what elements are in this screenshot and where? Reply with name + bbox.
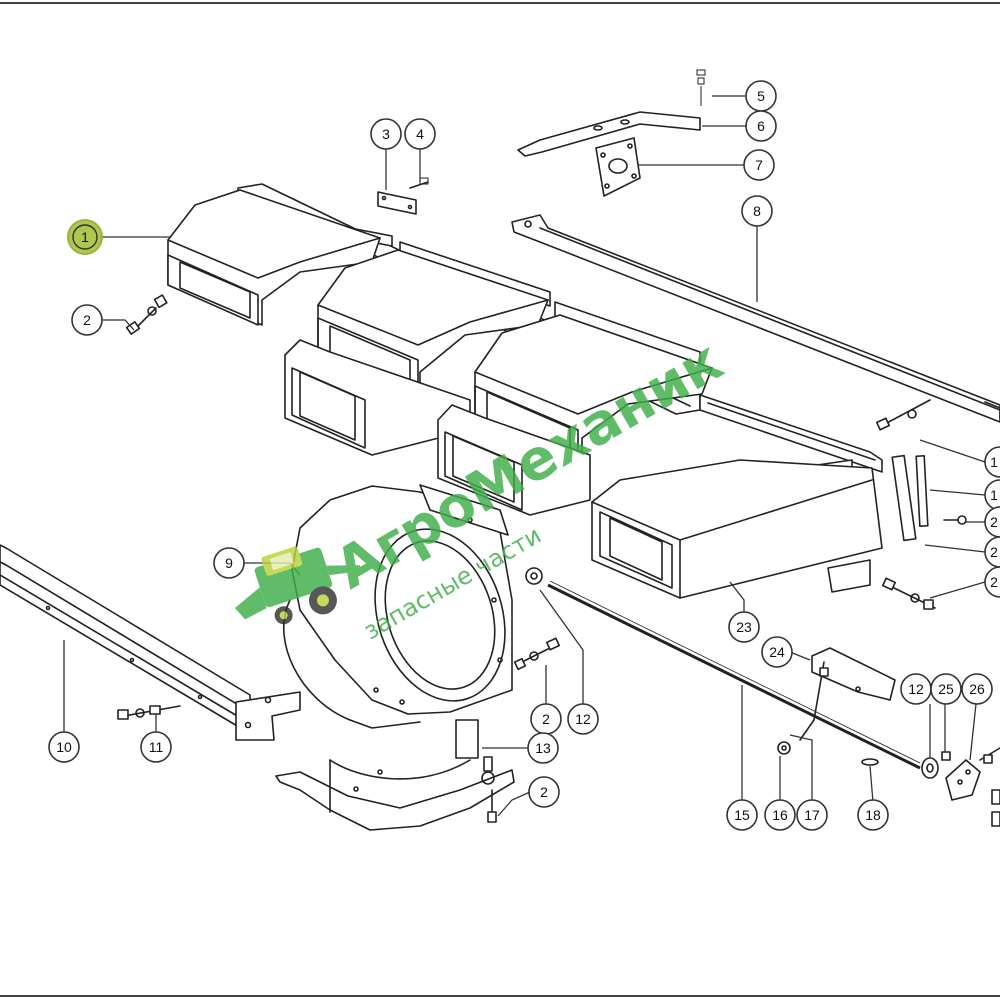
callout-label: 2 [83, 312, 91, 328]
callout[interactable]: 15 [726, 799, 758, 831]
callout-label: 2 [990, 514, 998, 530]
callout[interactable]: 26 [961, 673, 993, 705]
callout[interactable]: 25 [930, 673, 962, 705]
shaft-15 [525, 567, 921, 770]
lower-cover-13 [275, 719, 515, 831]
leader-lines [63, 95, 986, 817]
callout-label: 2 [990, 574, 998, 590]
callout-label: 13 [535, 740, 551, 756]
callout-label: 7 [755, 157, 763, 173]
callout-label: 16 [772, 807, 788, 823]
callout-clipped[interactable]: 2 [984, 506, 1000, 538]
combine-harvester-icon [234, 546, 362, 625]
callout-label: 15 [734, 807, 750, 823]
callout-clipped[interactable]: 2 [984, 566, 1000, 598]
callout-label: 26 [969, 681, 985, 697]
callout-label: 18 [865, 807, 881, 823]
callout[interactable]: 7 [743, 149, 775, 181]
callout-label: 1 [990, 487, 998, 503]
right-small-parts [875, 399, 967, 610]
callouts: 1 2 3 4 5 6 7 8 9 10 11 2 12 2 13 2 23 2… [48, 80, 1000, 831]
callout[interactable]: 12 [567, 703, 599, 735]
callout-clipped[interactable]: 1 [984, 446, 1000, 478]
bearing-assembly [921, 747, 1000, 827]
callout-label: 17 [804, 807, 820, 823]
callout-label: 4 [416, 126, 424, 142]
callout-label: 5 [757, 88, 765, 104]
callout[interactable]: 10 [48, 731, 80, 763]
duct-assembly [167, 183, 883, 599]
duct-1 [167, 189, 381, 326]
callout-label: 10 [56, 739, 72, 755]
callout-label: 2 [990, 544, 998, 560]
callout[interactable]: 3 [370, 118, 402, 150]
bracket-24 [777, 647, 896, 766]
callout[interactable]: 2 [71, 304, 103, 336]
callout-label: 1 [81, 229, 89, 245]
plate-3 [377, 177, 429, 215]
callout-label: 11 [149, 739, 164, 755]
callout-label: 9 [225, 555, 233, 571]
callout[interactable]: 4 [404, 118, 436, 150]
callout[interactable]: 5 [745, 80, 777, 112]
callout-label: 3 [382, 126, 390, 142]
fan-housing-9 [282, 484, 513, 729]
callout-1-highlighted[interactable]: 1 [67, 219, 103, 255]
callout[interactable]: 18 [857, 799, 889, 831]
callout[interactable]: 12 [900, 673, 932, 705]
bracket-assembly [517, 69, 706, 197]
duct-4 [591, 459, 883, 599]
callout-label: 23 [736, 619, 752, 635]
callout[interactable]: 24 [761, 636, 793, 668]
callout-label: 12 [575, 711, 591, 727]
duct-lower-b [437, 404, 591, 516]
callout-label: 1 [990, 454, 998, 470]
callout[interactable]: 9 [213, 547, 245, 579]
callout-label: 12 [908, 681, 924, 697]
callout[interactable]: 2 [530, 703, 562, 735]
callout-label: 6 [757, 118, 765, 134]
callout[interactable]: 2 [528, 776, 560, 808]
callout-label: 2 [540, 784, 548, 800]
callout[interactable]: 6 [745, 110, 777, 142]
callout-clipped[interactable]: 2 [984, 536, 1000, 568]
beam-10 [0, 544, 301, 741]
callout[interactable]: 17 [796, 799, 828, 831]
duct-2 [317, 249, 549, 401]
bolt-2-fan [513, 637, 561, 671]
callout-label: 24 [769, 644, 785, 660]
callout-clipped[interactable]: 1 [984, 479, 1000, 511]
rail-8 [511, 214, 1000, 423]
callout[interactable]: 23 [728, 611, 760, 643]
callout-label: 25 [938, 681, 954, 697]
callout[interactable]: 11 [140, 731, 172, 763]
bolt-11 [117, 705, 181, 720]
callout-label: 8 [753, 203, 761, 219]
callout[interactable]: 8 [741, 195, 773, 227]
callout-label: 2 [542, 711, 550, 727]
callout[interactable]: 16 [764, 799, 796, 831]
callout[interactable]: 13 [527, 732, 559, 764]
